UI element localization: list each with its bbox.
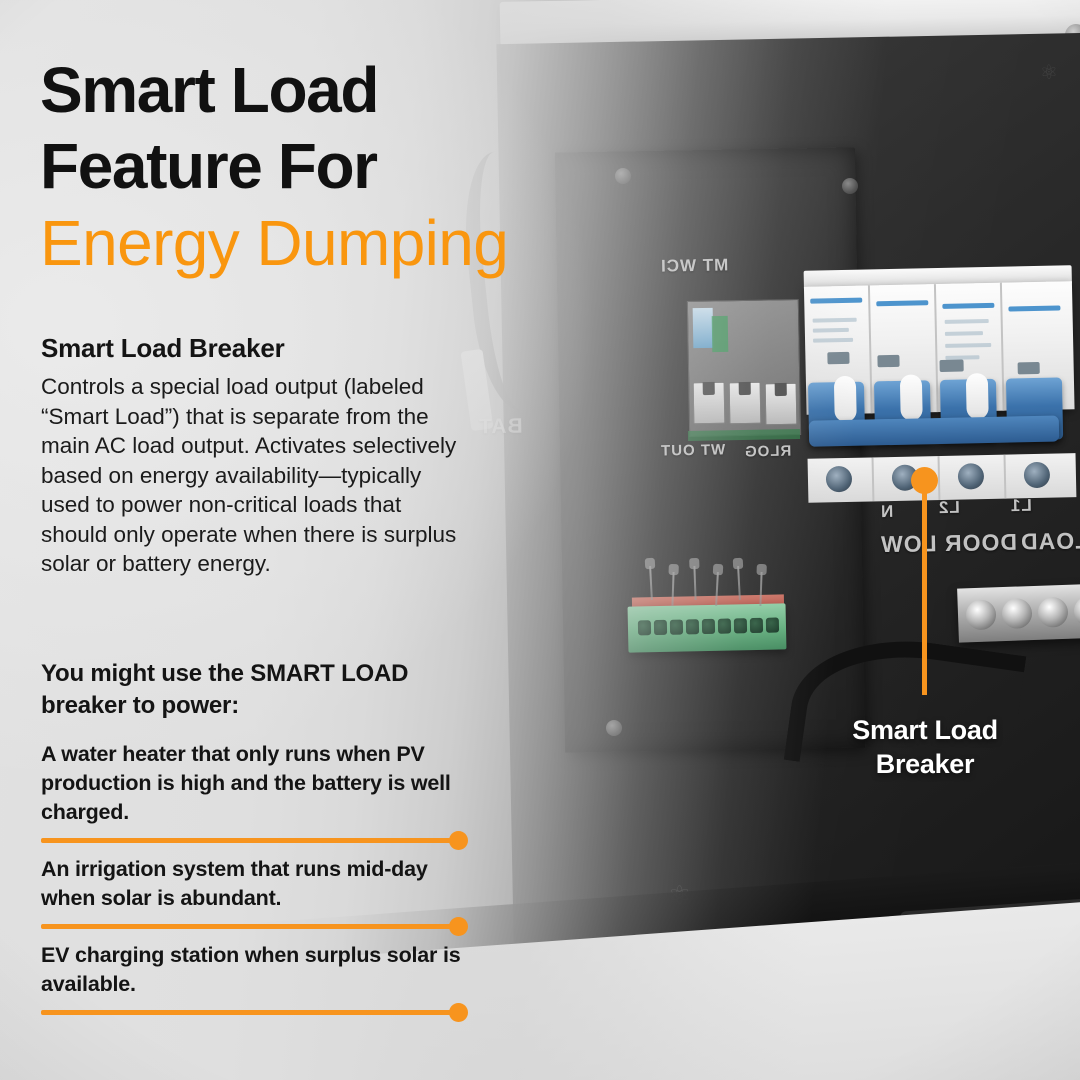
usage-heading: You might use the SMART LOAD breaker to … — [41, 660, 409, 719]
list-item-dot-icon — [449, 831, 468, 850]
title-accent-line: Energy Dumping — [40, 207, 509, 279]
list-item-dot-icon — [449, 1003, 468, 1022]
page-title: Smart Load Feature For Energy Dumping — [40, 52, 660, 282]
list-item-rule — [41, 1003, 468, 1022]
section-paragraph: Controls a special load output (labeled … — [41, 374, 457, 576]
list-item-rule — [41, 917, 468, 936]
list-item: A water heater that only runs when PV pr… — [41, 740, 471, 850]
callout-label-line-2: Breaker — [875, 749, 975, 779]
list-item-text: EV charging station when surplus solar i… — [41, 943, 461, 996]
list-item-text: An irrigation system that runs mid-day w… — [41, 857, 428, 910]
callout-label: Smart Load Breaker — [800, 713, 1050, 781]
list-item-text: A water heater that only runs when PV pr… — [41, 742, 451, 824]
usage-list: A water heater that only runs when PV pr… — [41, 740, 471, 1027]
list-item-rule — [41, 831, 468, 850]
callout-label-line-1: Smart Load — [852, 715, 998, 745]
list-item: An irrigation system that runs mid-day w… — [41, 855, 471, 936]
list-item-dot-icon — [449, 917, 468, 936]
list-item: EV charging station when surplus solar i… — [41, 941, 471, 1022]
callout-leader-line — [922, 480, 927, 695]
title-line-2: Feature For — [40, 130, 378, 202]
title-line-1: Smart Load — [40, 54, 379, 126]
section-heading: Smart Load Breaker — [41, 333, 285, 363]
